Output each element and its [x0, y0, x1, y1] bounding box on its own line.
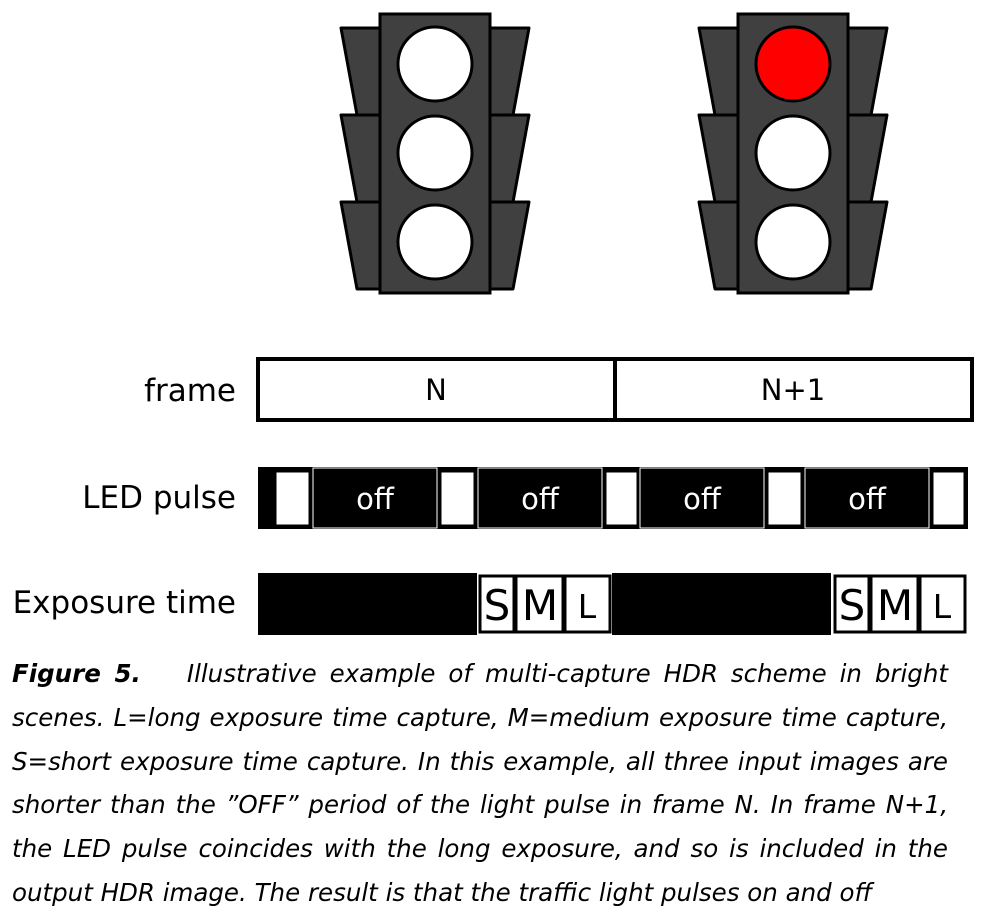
- caption-text: Illustrative example of multi-capture HD…: [12, 659, 948, 907]
- lamp-top-red: [754, 25, 832, 103]
- frame-cell-n: [256, 357, 617, 422]
- frame-n-label: N: [425, 373, 447, 407]
- visor-left-2: [339, 113, 382, 204]
- led-off-segment: [804, 467, 930, 529]
- exposure-dead-time: [612, 573, 831, 635]
- figure-label: Figure 5.: [12, 659, 141, 688]
- lamp-bottom: [754, 203, 832, 281]
- lamp-top: [396, 25, 474, 103]
- led-on-segment: [273, 469, 312, 528]
- visor-right-2: [488, 113, 531, 204]
- visor-right-1: [846, 26, 889, 117]
- visor-left-3: [697, 200, 740, 291]
- led-off-segment: [477, 467, 603, 529]
- exposure-medium-label: M: [877, 581, 913, 630]
- exposure-row: S M L S M L: [258, 573, 967, 635]
- visor-right-2: [846, 113, 889, 204]
- exposure-short-cell: [833, 574, 871, 634]
- figure-caption: Figure 5.Illustrative example of multi-c…: [12, 652, 948, 915]
- hdr-diagram: frame LED pulse Exposure time N N+1 off …: [13, 12, 974, 635]
- exposure-long-label: L: [933, 587, 952, 626]
- led-row-label: LED pulse: [82, 480, 236, 516]
- led-off-segment: [639, 467, 765, 529]
- off-label: off: [521, 482, 560, 516]
- exposure-medium-label: M: [522, 581, 558, 630]
- frame-cell-n1: [613, 357, 974, 422]
- traffic-light-frame-n1: [697, 12, 889, 295]
- visor-left-1: [339, 26, 382, 117]
- led-pulse-row: off off off off: [258, 467, 968, 529]
- visor-right-3: [846, 200, 889, 291]
- led-on-segment: [765, 469, 804, 528]
- visor-left-1: [697, 26, 740, 117]
- exposure-dead-time: [258, 573, 477, 635]
- lamp-middle: [754, 114, 832, 192]
- led-off-segment: [312, 467, 438, 529]
- led-on-segment: [438, 469, 477, 528]
- exposure-long-cell: [918, 574, 967, 634]
- off-label: off: [356, 482, 395, 516]
- led-on-segment: [930, 469, 967, 528]
- visor-right-1: [488, 26, 531, 117]
- frame-n1-label: N+1: [761, 373, 825, 407]
- exposure-long-cell: [563, 574, 612, 634]
- visor-left-3: [339, 200, 382, 291]
- exposure-long-label: L: [578, 587, 597, 626]
- off-label: off: [848, 482, 887, 516]
- exposure-medium-cell: [869, 574, 920, 634]
- led-on-segment: [603, 469, 640, 528]
- off-label: off: [683, 482, 722, 516]
- exposure-short-cell: [478, 574, 516, 634]
- traffic-light-frame-n: [339, 12, 531, 295]
- exposure-short-label: S: [839, 581, 866, 630]
- exposure-medium-cell: [514, 574, 565, 634]
- visor-left-2: [697, 113, 740, 204]
- lamp-bottom: [396, 203, 474, 281]
- visor-right-3: [488, 200, 531, 291]
- frame-row: N N+1: [256, 357, 974, 422]
- exposure-row-label: Exposure time: [13, 585, 236, 621]
- exposure-short-label: S: [484, 581, 511, 630]
- lamp-middle: [396, 114, 474, 192]
- frame-row-label: frame: [144, 373, 236, 409]
